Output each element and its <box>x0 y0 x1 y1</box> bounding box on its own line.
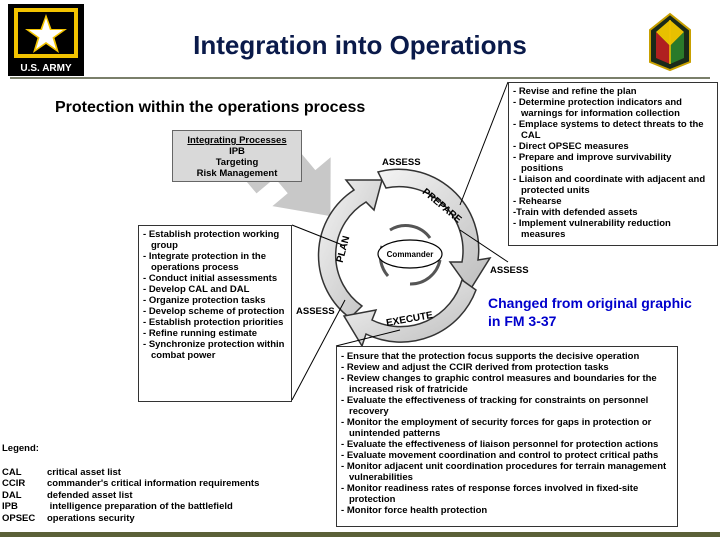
unit-insignia-icon <box>649 12 691 72</box>
legend-value: defended asset list <box>47 489 133 501</box>
legend: Legend: CAL critical asset list CCIR comma… <box>2 443 259 524</box>
legend-item: CAL critical asset list <box>2 467 259 479</box>
footer-rule <box>0 532 720 537</box>
legend-item: IPB intelligence preparation of the batt… <box>2 501 259 513</box>
legend-key: CAL <box>2 466 22 478</box>
legend-value: critical asset list <box>47 466 121 478</box>
changed-note: Changed from original graphic in FM 3-37 <box>488 295 692 329</box>
legend-key: CCIR <box>2 478 26 489</box>
integrating-processes-box: Integrating Processes IPB Targeting Risk… <box>172 130 302 182</box>
prepare-task: Implement vulnerability reduction measur… <box>513 218 713 240</box>
plan-task: Conduct initial assessments <box>143 273 287 284</box>
execute-task: Monitor force health protection <box>341 505 673 516</box>
plan-arrow <box>317 179 383 319</box>
prepare-tasks-box: Revise and refine the plan Determine pro… <box>508 82 718 246</box>
integrating-risk: Risk Management <box>196 168 278 179</box>
integrating-targeting: Targeting <box>215 157 259 168</box>
execute-task: Ensure that the protection focus support… <box>341 351 673 362</box>
execute-task: Review changes to graphic control measur… <box>341 373 673 395</box>
legend-heading: Legend: <box>2 443 39 454</box>
army-star-logo-icon: U.S. ARMY <box>8 4 84 76</box>
diagram-subtitle: Protection within the operations process <box>55 99 366 116</box>
legend-key: OPSEC <box>2 512 36 524</box>
plan-task: Synchronize protection within combat pow… <box>143 339 287 361</box>
legend-key: IPB <box>2 501 18 512</box>
plan-tasks-box: Establish protection working group Integ… <box>138 225 292 402</box>
unit-insignia <box>648 12 692 72</box>
legend-key: DAL <box>2 489 22 501</box>
prepare-task: Direct OPSEC measures <box>513 141 713 152</box>
plan-task: Establish protection working group <box>143 229 287 251</box>
plan-task: Organize protection tasks <box>143 295 287 306</box>
operations-cycle: Commander PLAN PREPARE EXECUTE <box>317 168 492 348</box>
header-divider <box>10 77 710 79</box>
legend-value: intelligence preparation of the battlefi… <box>47 501 233 512</box>
assess-label-right: ASSESS <box>490 265 529 276</box>
execute-task: Monitor adjacent unit coordination proce… <box>341 461 673 483</box>
prepare-task: Rehearse <box>513 196 713 207</box>
prepare-arrow <box>376 168 492 292</box>
plan-task: Establish protection priorities <box>143 317 287 328</box>
prepare-task: Liaison and coordinate with adjacent and… <box>513 174 713 196</box>
plan-task: Develop scheme of protection <box>143 306 287 317</box>
plan-task: Develop CAL and DAL <box>143 284 287 295</box>
execute-task: Monitor the employment of security force… <box>341 417 673 439</box>
prepare-task: -Train with defended assets <box>513 207 638 218</box>
integrating-processes-heading: Integrating Processes <box>187 135 287 146</box>
army-logo-text: U.S. ARMY <box>20 63 72 74</box>
assess-label-top: ASSESS <box>382 157 421 168</box>
legend-item: OPSEC operations security <box>2 513 259 525</box>
execute-task: Monitor readiness rates of response forc… <box>341 483 673 505</box>
prepare-task: Prepare and improve survivability positi… <box>513 152 713 174</box>
execute-task: Evaluate the effectiveness of tracking f… <box>341 395 673 417</box>
assess-label-left: ASSESS <box>296 306 335 317</box>
execute-task: Review and adjust the CCIR derived from … <box>341 362 673 373</box>
execute-task: Evaluate movement coordination and contr… <box>341 450 673 461</box>
execute-task: Evaluate the effectiveness of liaison pe… <box>341 439 673 450</box>
integrating-ipb: IPB <box>229 146 245 157</box>
prepare-task: Revise and refine the plan <box>513 86 713 97</box>
page-title: Integration into Operations <box>193 30 527 60</box>
execute-arrow <box>342 278 477 348</box>
legend-item: CCIR commander's critical information req… <box>2 478 259 490</box>
plan-task: Integrate protection in the operations p… <box>143 251 287 273</box>
legend-value: operations security <box>47 512 135 524</box>
plan-task: Refine running estimate <box>143 328 287 339</box>
legend-item: DAL defended asset list <box>2 490 259 502</box>
prepare-task: Determine protection indicators and warn… <box>513 97 713 119</box>
army-logo: U.S. ARMY <box>8 4 84 76</box>
legend-value: commander's critical information require… <box>47 478 260 489</box>
prepare-task: Emplace systems to detect threats to the… <box>513 119 713 141</box>
execute-tasks-box: Ensure that the protection focus support… <box>336 346 678 527</box>
commander-label: Commander <box>387 250 434 259</box>
